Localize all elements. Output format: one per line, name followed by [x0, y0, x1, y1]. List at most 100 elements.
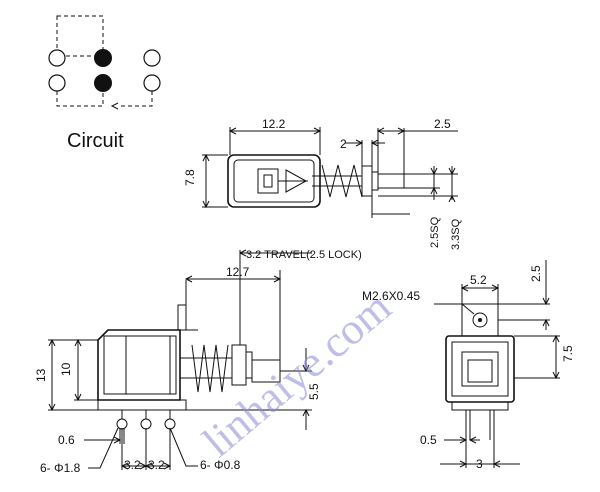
side-view-pin-stub [121, 410, 171, 420]
circuit-common-terminal [94, 49, 112, 67]
side-view-housing [97, 329, 181, 401]
dim-line [514, 335, 560, 379]
side-view-base [97, 399, 187, 411]
dim-line [371, 196, 410, 218]
sq-inner-label: 2.5SQ [429, 216, 441, 248]
dim-arrow [376, 127, 406, 135]
dim-arrow [74, 338, 82, 402]
dim-line [345, 140, 385, 166]
dim-line [84, 428, 125, 444]
front-pin-width-label: 3 [476, 457, 483, 471]
front-pin-thickness-label: 0.5 [420, 433, 437, 447]
dim-line [378, 173, 458, 197]
dim-line [202, 154, 228, 208]
front-view-plunger [467, 359, 493, 383]
circuit-terminal [143, 74, 161, 92]
dim-arrow [302, 364, 310, 417]
side-view-inner-frame [103, 335, 177, 395]
side-height-label: 13 [34, 368, 48, 382]
top-view-spring [321, 164, 363, 198]
side-view-rib [125, 336, 171, 394]
circuit-dashed-box [56, 15, 104, 57]
side-body-height-label: 10 [59, 362, 73, 376]
plunger-height-label: 5.5 [307, 383, 321, 400]
leader-line [88, 427, 119, 469]
dim-line [239, 250, 312, 345]
front-view-housing [445, 335, 515, 403]
top-view-inner-frame [233, 159, 315, 203]
pin-thickness-label: 0.6 [58, 433, 75, 447]
dim-line [433, 166, 453, 200]
top-view-arrow-mark [285, 169, 308, 193]
top-view-shaft [312, 175, 362, 187]
front-view-bushing [461, 351, 499, 387]
top-view-bushing-nut [371, 171, 379, 191]
front-width-label: 5.2 [470, 273, 487, 287]
top-view-slider [257, 168, 279, 194]
front-view-pin [465, 410, 495, 440]
pitch-2-label: 3.2 [148, 458, 165, 472]
top-gap-label: 2 [340, 137, 347, 151]
front-view-base [451, 401, 509, 411]
top-view-slider-window [263, 174, 273, 188]
dim-arrow [552, 334, 560, 380]
dim-arrow [430, 167, 438, 195]
dim-arrow [239, 249, 247, 257]
dim-arrow [460, 284, 500, 292]
front-view: 5.2 2.5 7.5 M2.6X0.45 0.5 3 [362, 260, 575, 471]
front-height-label: 7.5 [561, 345, 575, 362]
dim-arrow [448, 167, 456, 203]
dim-line [461, 284, 499, 304]
top-view-plunger [377, 173, 405, 189]
pitch-1-label: 3.2 [124, 458, 141, 472]
travel-label: 3.2 TRAVEL(2.5 LOCK) [246, 249, 362, 261]
circuit-common-terminal [94, 74, 112, 92]
side-view-bushing-nut [245, 351, 253, 379]
dim-line [498, 260, 550, 330]
side-view-pin [164, 418, 176, 430]
side-view: 3.2 TRAVEL(2.5 LOCK) 12.7 13 10 5.5 0.6 … [34, 249, 362, 475]
side-view-latch [177, 304, 187, 331]
thread-label: M2.6X0.45 [362, 289, 420, 303]
circuit-terminal [143, 49, 161, 67]
dim-arrow [202, 153, 210, 209]
circuit-label: Circuit [67, 130, 124, 152]
dim-line [377, 128, 458, 174]
side-view-spring [191, 344, 229, 393]
front-view-inner-frame [451, 341, 509, 397]
dim-line [185, 270, 281, 360]
dim-arrow [120, 462, 172, 470]
dim-line [440, 440, 520, 468]
dim-arrow [113, 436, 122, 444]
dim-arrow [184, 275, 282, 283]
front-top-offset-label: 2.5 [529, 265, 543, 282]
circuit-dashed-link [56, 91, 104, 107]
dim-line [229, 127, 321, 155]
dim-line [74, 339, 98, 401]
dim-arrow [542, 297, 550, 327]
dim-arrow [228, 127, 322, 135]
front-view-mount-hole-center [478, 318, 482, 322]
dim-arrow [355, 139, 379, 147]
circuit-diagram: Circuit [48, 15, 161, 152]
dim-arrow [459, 460, 501, 468]
circuit-dashed-link [118, 91, 153, 107]
dim-arrow [48, 338, 56, 412]
top-plunger-label: 2.5 [434, 117, 451, 131]
side-view-pin [116, 418, 128, 430]
side-view-latch-arm [185, 296, 198, 331]
top-width-label: 12.2 [262, 117, 286, 131]
dim-line [121, 428, 171, 470]
side-view-bushing [231, 344, 247, 386]
circuit-terminal [48, 49, 66, 67]
pin-dia-label: 6- Φ0.8 [200, 458, 241, 472]
sq-outer-label: 3.3SQ [450, 218, 462, 250]
circuit-terminal [48, 74, 66, 92]
leader-line [169, 427, 198, 467]
top-view-housing [227, 154, 321, 208]
side-view-pin [140, 418, 152, 430]
circuit-arrow [110, 102, 119, 110]
top-view-bushing [361, 165, 373, 197]
side-view-shaft [180, 357, 232, 379]
